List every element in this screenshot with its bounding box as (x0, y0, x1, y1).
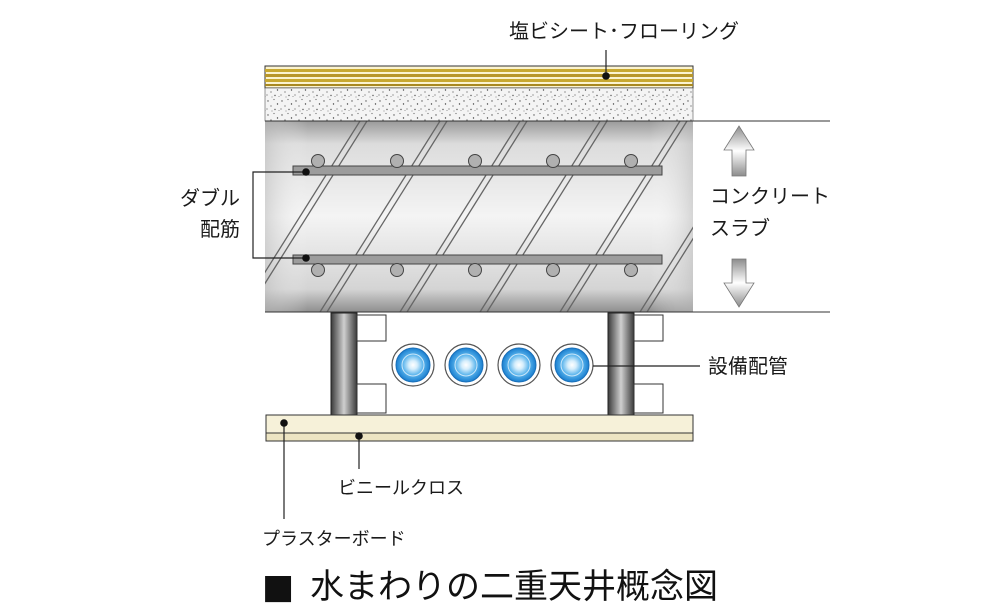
label-rebar-line1: ダブル (180, 186, 240, 210)
diagram-title-marker: ■ (262, 567, 294, 607)
rebar-dot (311, 263, 325, 277)
ceiling-board (265, 414, 694, 442)
ceiling-hanger-right (607, 312, 664, 416)
slab-stirrup-1 (265, 121, 368, 285)
pipe (391, 343, 435, 387)
slab-stirrup-4 (479, 121, 608, 312)
slab-hatch (265, 121, 693, 312)
leader-dots (280, 72, 610, 440)
label-flooring: 塩ビシート･フローリング (509, 19, 739, 43)
diagram-title: 水まわりの二重天井概念図 (310, 567, 718, 607)
pipe (497, 343, 541, 387)
rebar-dot (390, 263, 404, 277)
rebar-dot (311, 154, 325, 168)
label-vinyl-cloth: ビニールクロス (338, 478, 464, 499)
equipment-pipes (391, 343, 594, 387)
rebar-dot (390, 154, 404, 168)
rebar-dot (468, 263, 482, 277)
pipe (550, 343, 594, 387)
slab-stirrup-5 (559, 121, 688, 312)
ceiling-hanger-left (330, 312, 387, 416)
leader-lines (252, 50, 700, 519)
label-rebar-line2: 配筋 (200, 217, 240, 241)
concrete-slab (265, 120, 693, 313)
rebar-dot (546, 154, 560, 168)
flooring-layer (264, 65, 694, 89)
pipe (444, 343, 488, 387)
slab-stirrup-2 (319, 121, 448, 312)
slab-stirrup-6 (639, 226, 693, 312)
rebar-dot (624, 263, 638, 277)
label-piping: 設備配管 (708, 354, 788, 378)
label-plasterboard: プラスターボード (262, 529, 406, 550)
rebar-dot (468, 154, 482, 168)
slab-thickness-arrow (723, 125, 755, 308)
rebar-dot (546, 263, 560, 277)
label-slab-line1: コンクリート (710, 184, 830, 208)
double-rebar (292, 154, 663, 277)
gravel-layer (264, 87, 694, 122)
rebar-bar-bottom (292, 254, 663, 265)
rebar-dot (624, 154, 638, 168)
slab-stirrup-3 (399, 121, 528, 312)
label-slab-line2: スラブ (710, 216, 770, 240)
